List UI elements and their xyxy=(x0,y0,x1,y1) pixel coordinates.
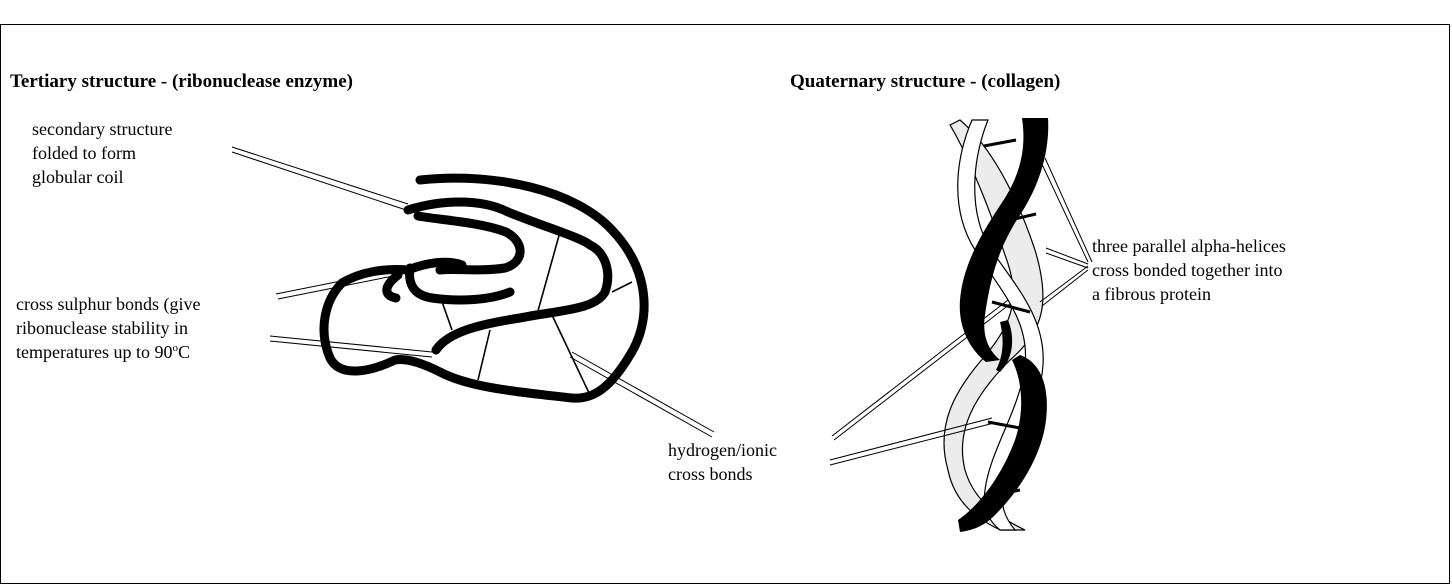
collagen-triple-helix xyxy=(944,118,1048,532)
